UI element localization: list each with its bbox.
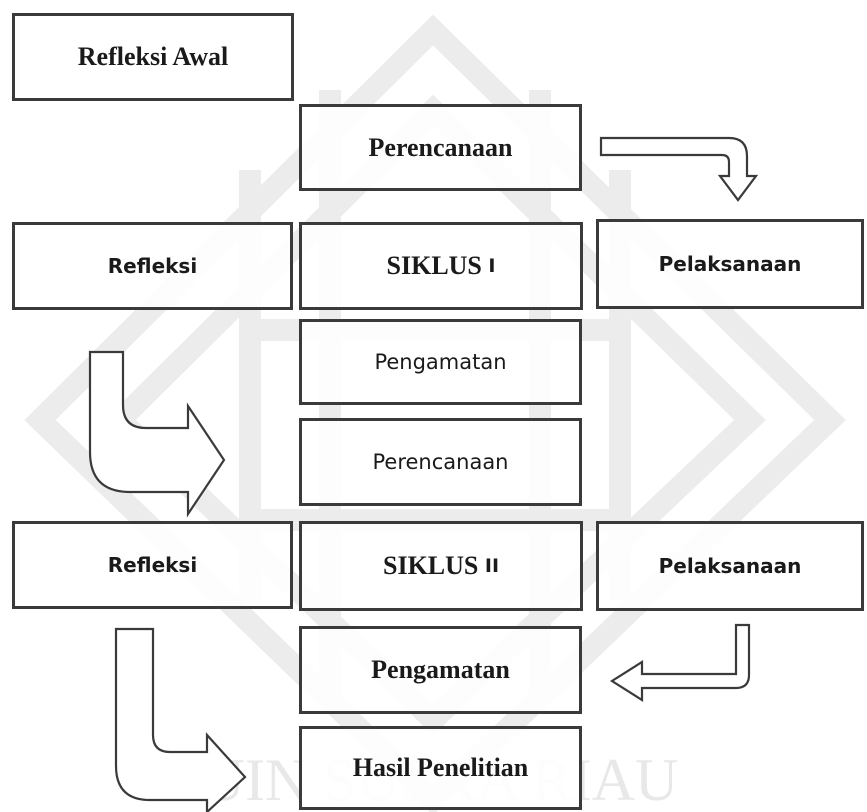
box-pengamatan-2: Pengamatan [299,626,582,714]
label-siklus-1: SIKLUS [386,251,482,280]
box-pengamatan-1: Pengamatan [299,319,582,405]
box-refleksi-awal: Refleksi Awal [12,13,294,101]
label-perencanaan-2: Perencanaan [372,450,509,474]
box-pelaksanaan-2: Pelaksanaan [596,521,864,611]
box-siklus-2: SIKLUS II [299,521,583,611]
box-refleksi-1: Refleksi [12,222,293,310]
label-hasil-penelitian: Hasil Penelitian [352,753,529,782]
label-refleksi-2: Refleksi [107,553,198,577]
box-siklus-1: SIKLUS I [299,222,583,310]
label-siklus-1-num: I [488,255,496,277]
label-perencanaan-1: Perencanaan [368,132,513,162]
box-refleksi-2: Refleksi [12,521,293,609]
box-pelaksanaan-1: Pelaksanaan [596,219,864,309]
label-pengamatan-2: Pengamatan [371,655,510,684]
box-perencanaan-1: Perencanaan [299,104,582,191]
label-refleksi-awal: Refleksi Awal [77,42,229,71]
label-pelaksanaan-1: Pelaksanaan [658,252,802,276]
box-perencanaan-2: Perencanaan [299,418,582,506]
label-pelaksanaan-2: Pelaksanaan [658,554,802,578]
box-hasil-penelitian: Hasil Penelitian [299,726,582,810]
label-refleksi-1: Refleksi [107,254,198,278]
label-siklus-2: SIKLUS [382,551,479,580]
label-pengamatan-1: Pengamatan [374,350,507,374]
label-siklus-2-num: II [484,555,500,577]
